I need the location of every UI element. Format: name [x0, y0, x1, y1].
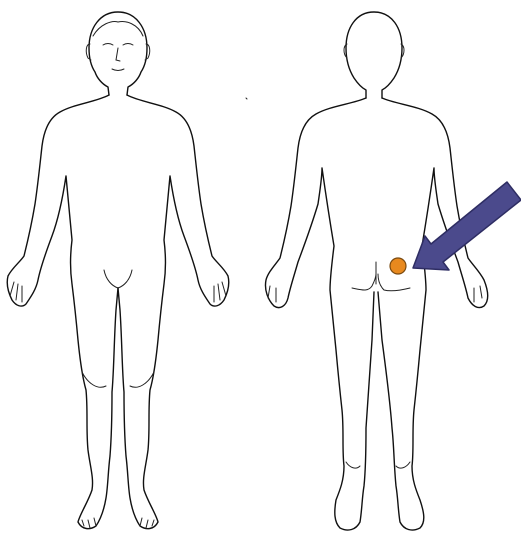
front-groin: [104, 270, 132, 288]
front-knee-right: [130, 372, 154, 387]
front-nose: [116, 48, 120, 61]
back-left-side: [265, 98, 374, 530]
back-ankle-left: [346, 462, 360, 468]
front-right-side: [118, 95, 229, 529]
front-eye-left: [103, 44, 113, 46]
front-mouth: [112, 69, 124, 71]
back-ankle-right: [396, 462, 410, 468]
stray-mark: [246, 98, 247, 99]
back-hand-right-fingers: [474, 286, 482, 302]
back-gluteal-fold: [352, 274, 410, 291]
back-right-side: [378, 98, 488, 530]
front-knee-left: [82, 372, 106, 387]
front-view-figure: [7, 12, 229, 529]
pain-location-marker: [390, 258, 406, 274]
front-eye-right: [123, 44, 133, 46]
front-left-side: [7, 95, 118, 529]
back-view-figure: [246, 12, 488, 530]
back-head: [346, 12, 402, 98]
front-head: [89, 12, 147, 95]
front-hair: [93, 22, 143, 36]
